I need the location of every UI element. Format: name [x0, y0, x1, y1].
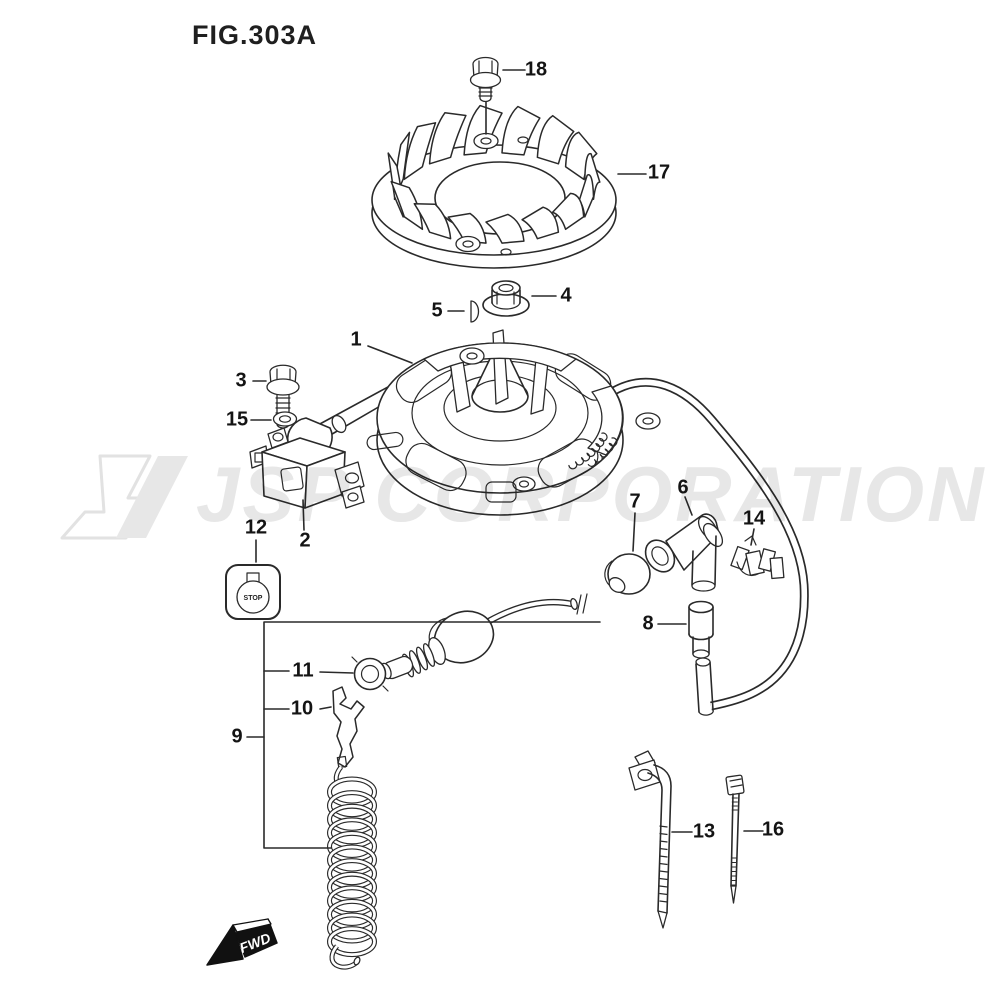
callout-4: 4	[560, 284, 572, 307]
callout-13: 13	[692, 820, 716, 843]
spark-plug-lead-wire	[609, 377, 809, 716]
part-stop-switch	[380, 593, 588, 680]
callout-1: 1	[350, 328, 362, 351]
part-cap-7	[604, 553, 651, 595]
part-stop-label: STOP	[225, 564, 281, 620]
callout-14: 14	[742, 507, 766, 530]
callout-8: 8	[642, 612, 654, 635]
grouping-bracket-9	[263, 621, 601, 849]
part-cap-8	[688, 600, 714, 659]
callout-11: 11	[292, 659, 314, 682]
callout-10: 10	[290, 697, 314, 720]
callout-2: 2	[299, 529, 311, 552]
callout-5: 5	[431, 299, 443, 322]
fwd-arrow: FWD	[206, 918, 278, 966]
part-ignition-coil	[249, 362, 438, 509]
callout-16: 16	[761, 818, 785, 841]
callout-9: 9	[231, 725, 243, 748]
leader-lines	[246, 69, 764, 833]
part-key-5	[470, 300, 480, 323]
part-coiled-wire	[327, 765, 377, 970]
part-nut-4	[482, 280, 530, 317]
part-ring-nut-11	[351, 656, 389, 692]
part-terminal-10	[332, 686, 365, 769]
stop-label-text: STOP	[244, 595, 263, 602]
part-cable-tie-13	[628, 750, 672, 929]
fan-blades	[387, 104, 601, 244]
callout-15: 15	[225, 408, 249, 431]
figure-title: FIG.303A	[192, 20, 318, 50]
part-plug-cap-6	[644, 513, 724, 592]
callout-6: 6	[677, 476, 689, 499]
part-bolt-18	[469, 56, 502, 103]
part-cable-tie-16	[725, 774, 745, 904]
part-washer-15	[272, 411, 298, 427]
callout-3: 3	[235, 369, 247, 392]
part-clip-14	[730, 535, 785, 580]
part-flywheel	[366, 329, 661, 516]
part-flywheel-fan	[371, 100, 617, 269]
callout-7: 7	[629, 490, 641, 513]
callout-12: 12	[244, 516, 268, 539]
callout-17: 17	[647, 161, 671, 184]
callout-18: 18	[524, 58, 548, 81]
